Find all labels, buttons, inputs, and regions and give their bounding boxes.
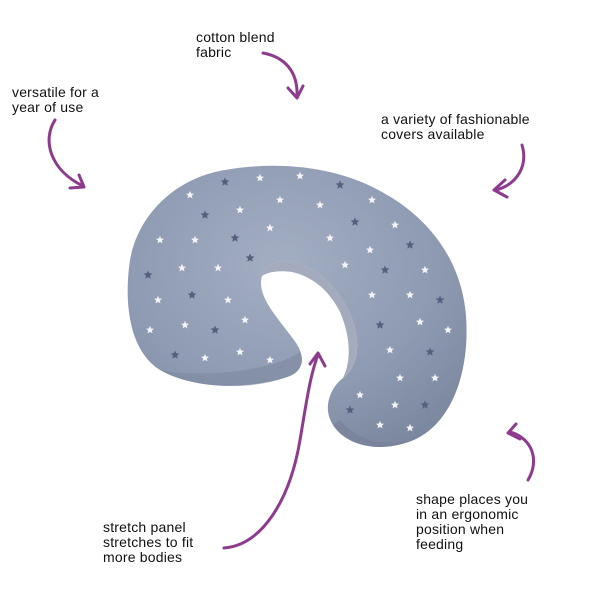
star-icon <box>406 423 414 432</box>
star-icon <box>380 265 390 274</box>
star-icon <box>245 253 255 262</box>
callout-versatile: versatile for a year of use <box>12 85 99 115</box>
star-icon <box>425 347 435 356</box>
callout-shape-line-2: in an ergonomic <box>416 506 519 522</box>
callout-covers-line-1: a variety of fashionable <box>381 111 530 127</box>
callout-stretch-line-2: stretches to fit <box>103 534 194 550</box>
star-icon <box>368 290 376 299</box>
callout-stretch-line-1: stretch panel <box>103 519 186 535</box>
star-icon <box>201 353 209 362</box>
callout-cotton-line-2: fabric <box>196 44 232 60</box>
callout-ergonomic-shape: shape places you in an ergonomic positio… <box>416 492 528 552</box>
callout-cotton-fabric: cotton blend fabric <box>196 30 275 60</box>
star-icon <box>156 235 164 244</box>
star-icon <box>386 345 394 354</box>
star-icon <box>230 233 240 242</box>
star-icon <box>236 347 244 356</box>
star-icon <box>146 325 154 334</box>
star-icon <box>405 240 415 249</box>
star-icon <box>416 317 424 326</box>
star-icon <box>200 210 210 219</box>
arrow-cotton-icon <box>261 51 305 100</box>
star-icon <box>368 195 376 204</box>
star-icon <box>345 405 355 414</box>
star-icon <box>341 260 349 269</box>
star-icon <box>391 400 399 409</box>
star-icon <box>444 325 452 334</box>
star-icon <box>421 265 429 274</box>
callout-shape-line-3: position when <box>416 521 505 537</box>
star-icon <box>181 320 189 329</box>
callout-stretch-panel: stretch panel stretches to fit more bodi… <box>103 520 193 565</box>
arrow-versatile-icon <box>47 118 86 190</box>
pillow-left-end <box>160 352 302 387</box>
star-icon <box>356 390 364 399</box>
callout-covers: a variety of fashionable covers availabl… <box>381 112 530 142</box>
callout-versatile-line-1: versatile for a <box>12 84 100 100</box>
star-icon <box>178 263 186 272</box>
star-icon <box>214 263 222 272</box>
star-icon <box>366 245 374 254</box>
star-icon <box>143 270 153 279</box>
star-pattern <box>143 171 452 432</box>
callout-shape-line-4: feeding <box>416 536 464 552</box>
star-icon <box>210 325 220 334</box>
star-icon <box>406 290 414 299</box>
star-icon <box>154 295 162 304</box>
star-icon <box>431 373 439 382</box>
star-icon <box>435 295 445 304</box>
arrow-shape-icon <box>506 422 536 482</box>
callout-covers-line-2: covers available <box>381 126 485 142</box>
callout-versatile-line-2: year of use <box>12 99 84 115</box>
callout-shape-line-1: shape places you <box>416 491 529 507</box>
star-icon <box>350 217 360 226</box>
star-icon <box>296 171 304 180</box>
star-icon <box>326 233 334 242</box>
star-icon <box>316 200 324 209</box>
star-icon <box>266 223 274 232</box>
star-icon <box>256 173 264 182</box>
star-icon <box>376 420 384 429</box>
star-icon <box>191 235 199 244</box>
callout-cotton-line-1: cotton blend <box>196 29 275 45</box>
star-icon <box>220 177 230 186</box>
pillow-right-end <box>333 420 418 447</box>
star-icon <box>187 290 197 299</box>
star-icon <box>335 180 345 189</box>
star-icon <box>276 195 284 204</box>
star-icon <box>396 373 404 382</box>
star-icon <box>224 295 232 304</box>
callout-stretch-line-3: more bodies <box>103 549 183 565</box>
star-icon <box>391 220 399 229</box>
arrow-covers-icon <box>492 143 526 199</box>
star-icon <box>266 355 274 364</box>
star-icon <box>236 205 244 214</box>
star-icon <box>170 350 180 359</box>
pillow-inner-curve <box>262 261 358 378</box>
star-icon <box>420 400 430 409</box>
star-icon <box>375 320 385 329</box>
star-icon <box>241 315 249 324</box>
arrow-stretch-icon <box>222 351 327 550</box>
star-icon <box>186 190 194 199</box>
